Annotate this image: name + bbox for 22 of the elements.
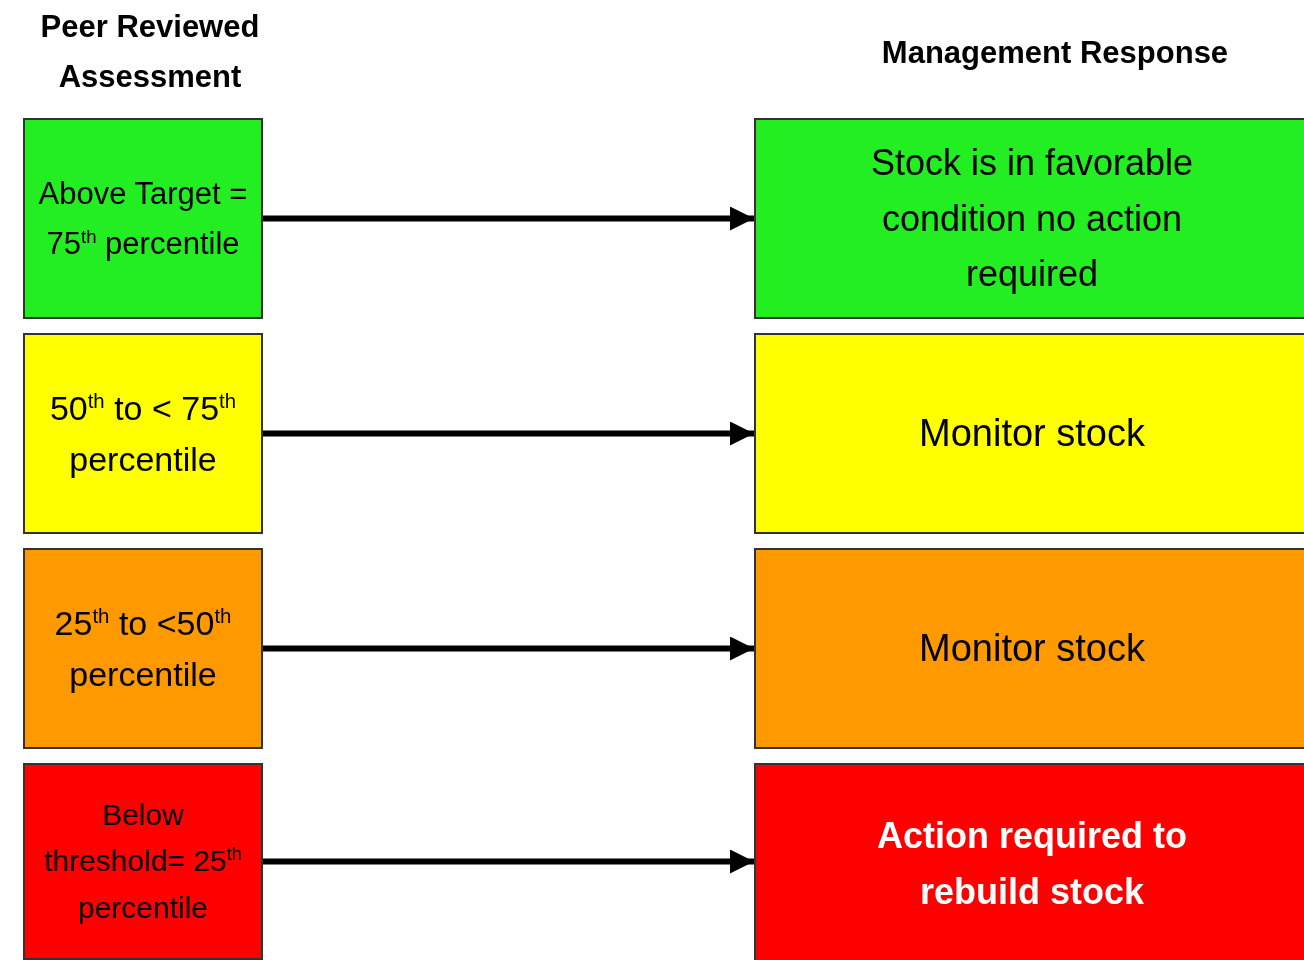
category-text: Action required to rebuild stock (876, 813, 1188, 914)
column-heading: Peer Reviewed Assessment (39, 8, 261, 96)
category-box (754, 333, 1304, 534)
category-box (754, 763, 1304, 960)
category-text: Stock is in favorable condition no action required (869, 140, 1195, 297)
category-box (23, 118, 263, 319)
category-box (23, 763, 263, 960)
arrow (263, 421, 754, 446)
column-heading: Management Response (880, 34, 1230, 72)
category-box (23, 333, 263, 534)
category-text: 50$^{th}$ to < 75$^{th}$ percentile (48, 387, 238, 480)
category-box (23, 548, 263, 749)
category-box (754, 548, 1304, 749)
arrow (263, 206, 754, 231)
category-text: Monitor stock (919, 411, 1145, 456)
arrow (263, 636, 754, 661)
category-text: Monitor stock (919, 626, 1145, 671)
category-text: 25$^{th}$ to <50$^{th}$ percentile (53, 602, 233, 695)
arrow (263, 849, 754, 874)
category-text: Below threshold= 25$^{th}$ percentile (43, 796, 243, 926)
category-box (754, 118, 1304, 319)
category-text: Above Target = 75$^{th}$ percentile (37, 174, 249, 263)
